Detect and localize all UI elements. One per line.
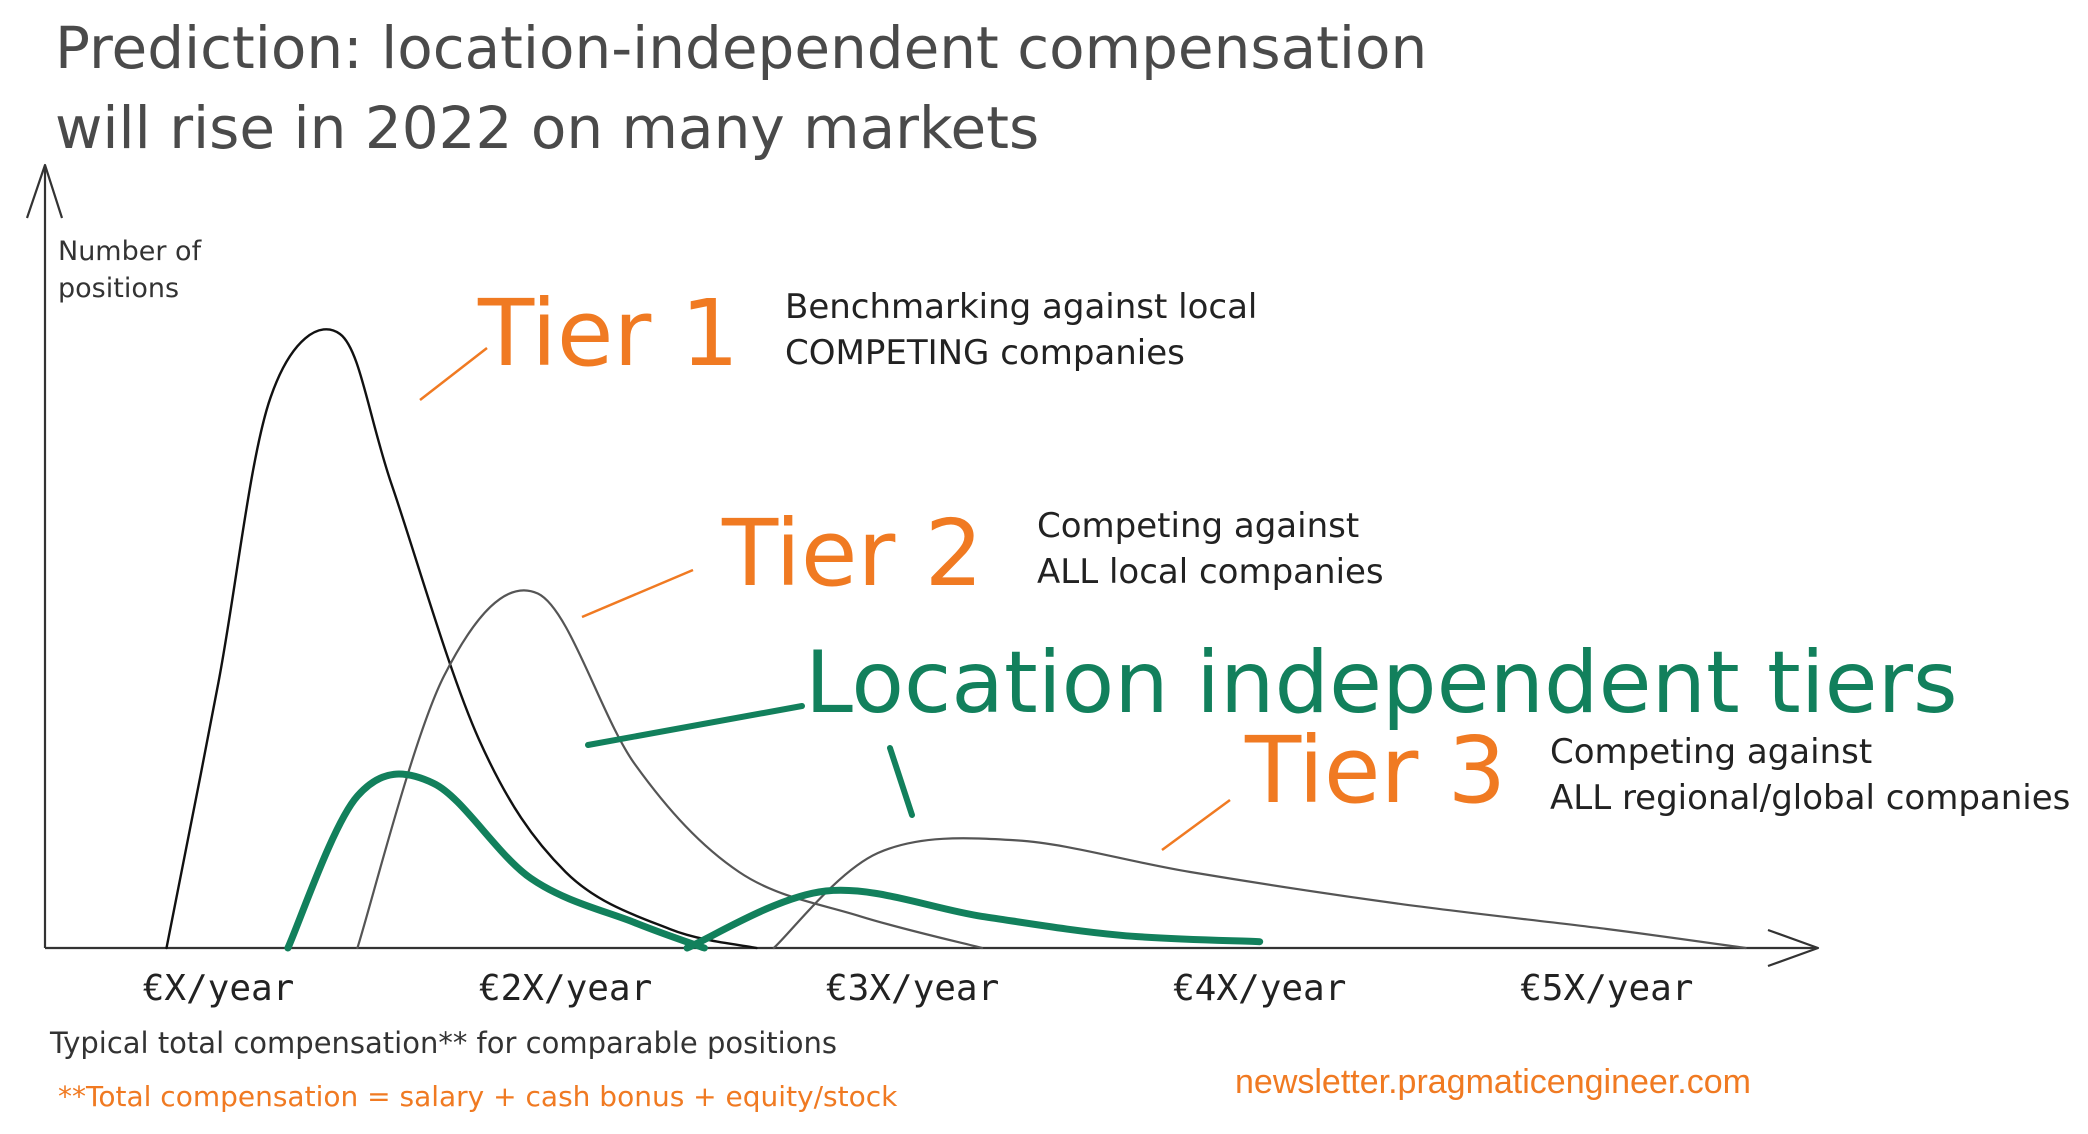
series-curve-tier2: [356, 589, 984, 950]
tier2-desc-line-2: ALL local companies: [1037, 552, 1384, 592]
x-tick-label-2: €2X/year: [479, 968, 652, 1009]
x-tick-label-5: €5X/year: [1520, 968, 1693, 1009]
series-curve-loc2: [683, 886, 1264, 952]
chart-title-line-2: will rise in 2022 on many markets: [55, 94, 1039, 162]
tier1-leader-line: [419, 347, 488, 401]
series-layer: [165, 328, 1747, 952]
tier2-leader-line: [581, 568, 694, 619]
loc-leader-line-left: [585, 703, 805, 748]
tier3-desc-line-1: Competing against: [1550, 732, 1872, 772]
x-tick-label-1: €X/year: [143, 968, 295, 1009]
series-curve-tier1: [165, 328, 758, 950]
x-tick-label-4: €4X/year: [1173, 968, 1346, 1009]
x-axis-arrowhead: [1767, 928, 1820, 968]
y-axis-label-line-2: positions: [58, 273, 179, 304]
tier3-label: Tier 3: [1244, 717, 1506, 824]
y-axis-label-line-1: Number of: [58, 236, 203, 267]
tier3-leader-line: [1161, 798, 1231, 852]
y-axis-arrowhead: [25, 163, 64, 219]
chart-title-line-1: Prediction: location-independent compens…: [55, 14, 1427, 82]
x-tick-label-3: €3X/year: [826, 968, 999, 1009]
series-curve-tier3: [772, 837, 1747, 950]
footnote: **Total compensation = salary + cash bon…: [58, 1080, 898, 1113]
tier2-desc-line-1: Competing against: [1037, 506, 1359, 546]
location-independent-label: Location independent tiers: [805, 633, 1958, 733]
tier2-label: Tier 2: [721, 500, 983, 607]
source-credit: newsletter.pragmaticengineer.com: [1235, 1063, 1751, 1101]
tier1-label: Tier 1: [477, 280, 739, 387]
x-axis-label: Typical total compensation** for compara…: [49, 1026, 837, 1060]
loc-leader-line-right: [887, 745, 915, 818]
series-curve-loc1: [284, 770, 708, 952]
tier1-desc-line-2: COMPETING companies: [785, 333, 1185, 373]
tier3-desc-line-2: ALL regional/global companies: [1550, 778, 2070, 818]
tier1-desc-line-1: Benchmarking against local: [785, 287, 1257, 327]
x-tick-layer: €X/year €2X/year €3X/year €4X/year €5X/year: [143, 968, 1694, 1009]
